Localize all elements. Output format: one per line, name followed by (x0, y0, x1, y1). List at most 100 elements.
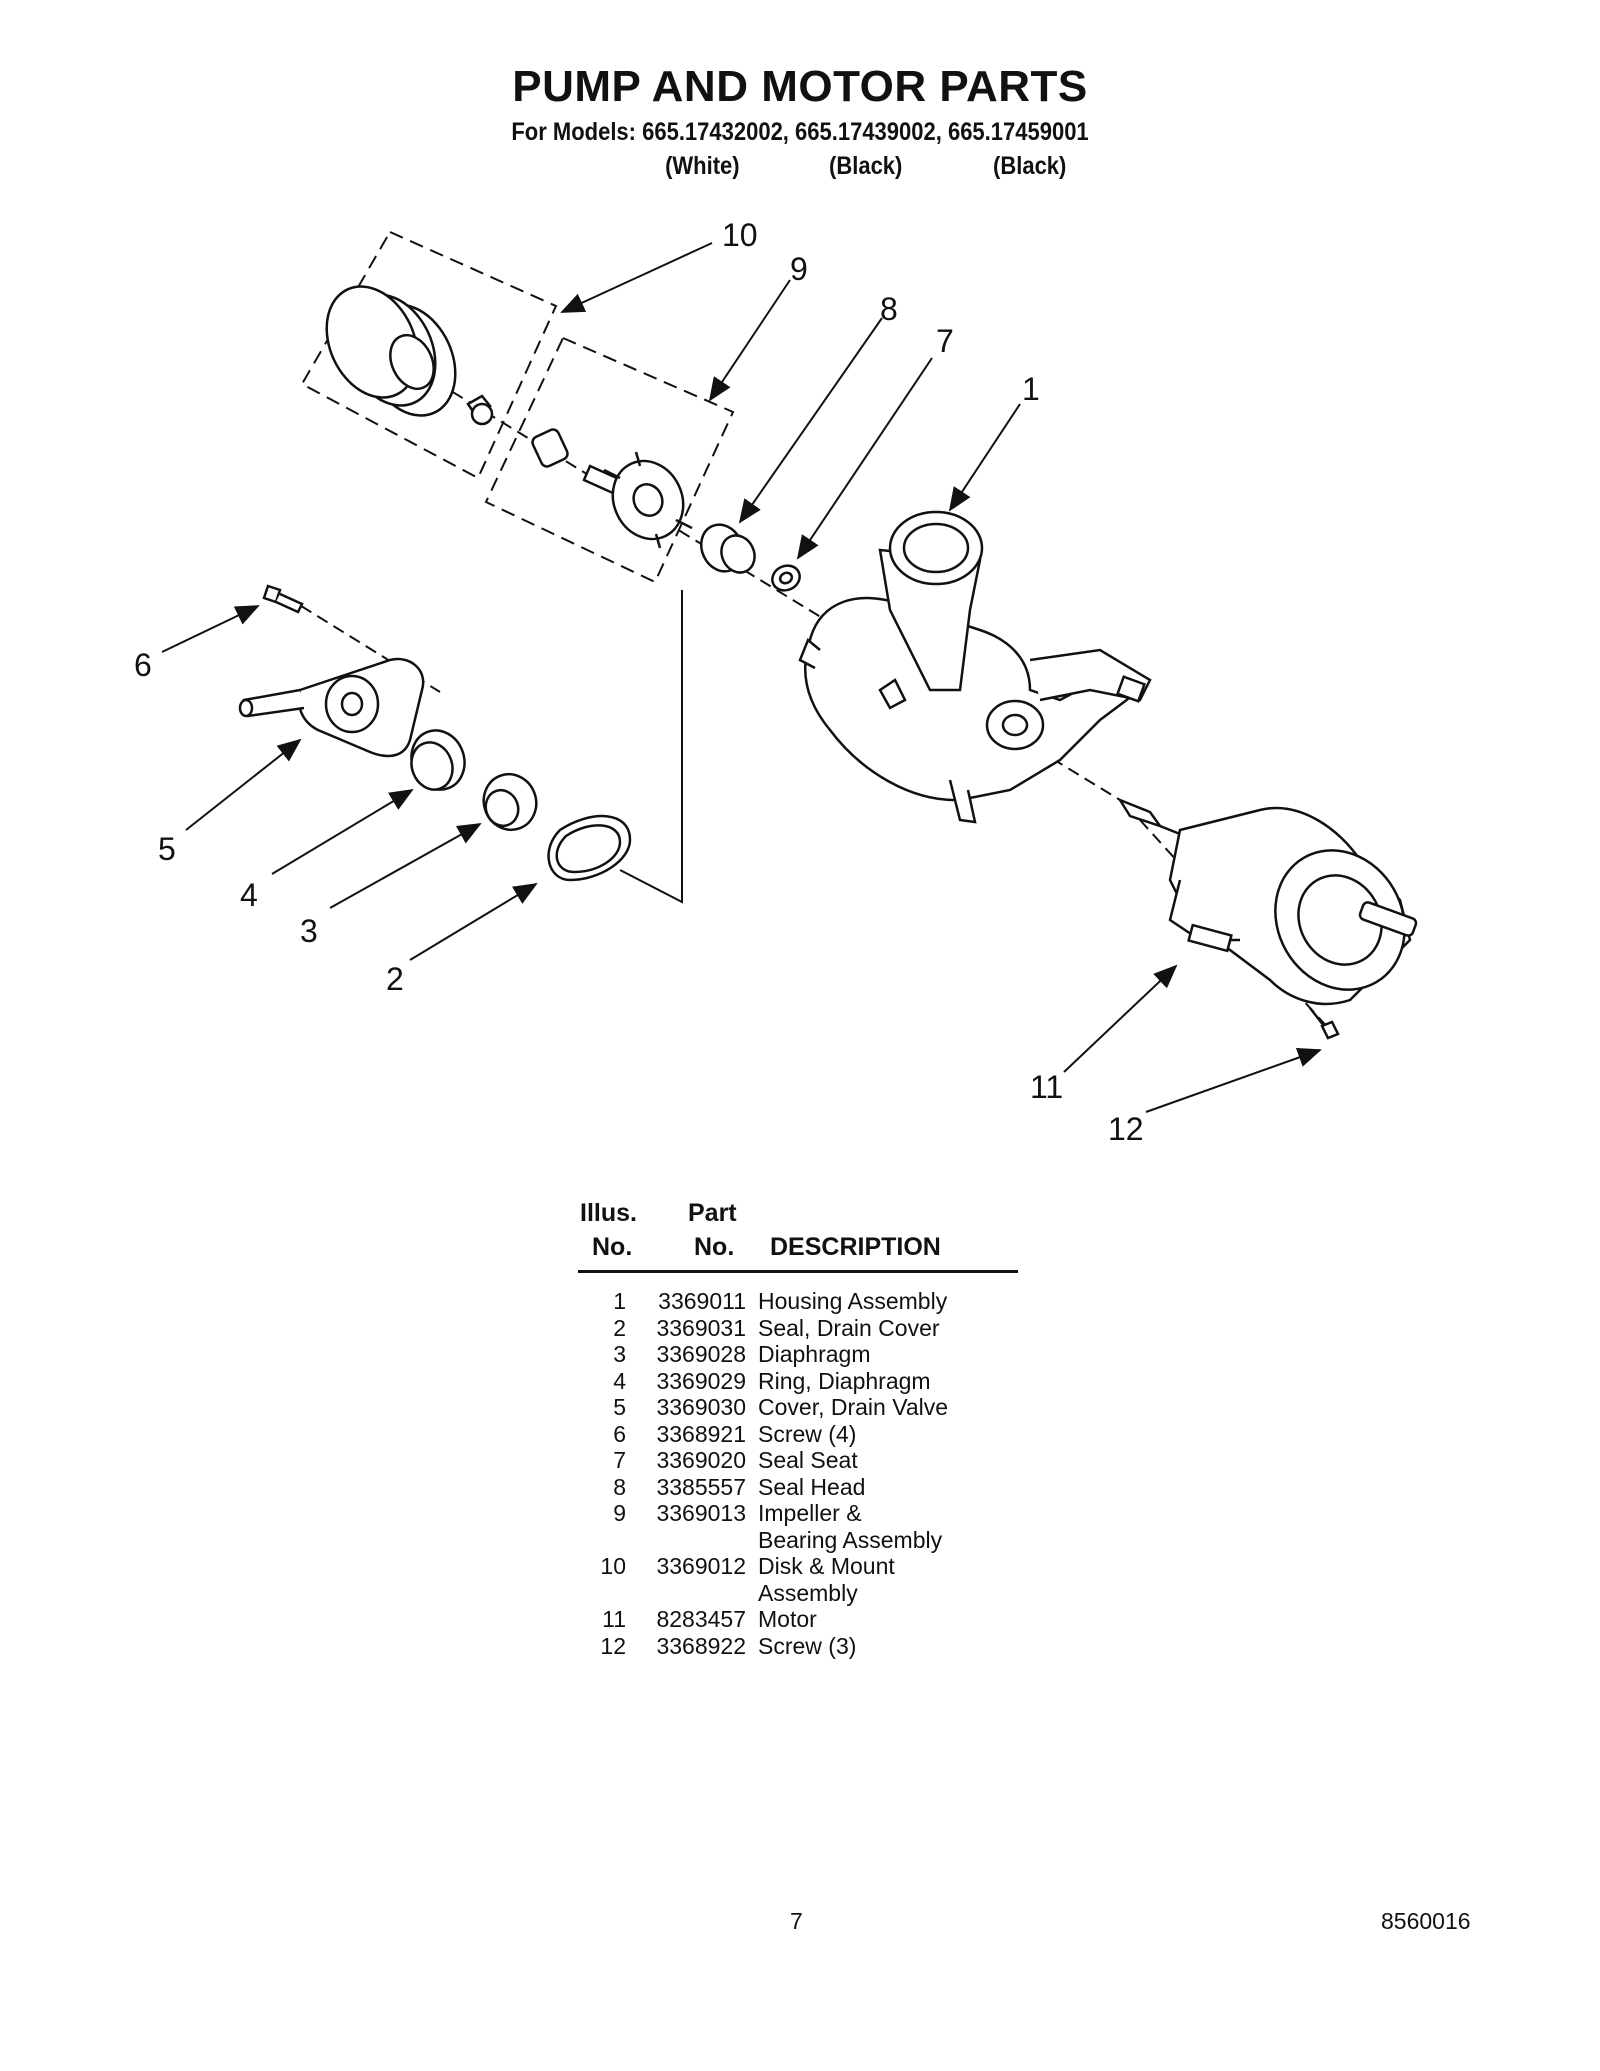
callout-3: 3 (300, 913, 318, 949)
seal-head-part (699, 523, 756, 574)
table-row: 2 3369031 Seal, Drain Cover (578, 1315, 1018, 1342)
page-number: 7 (790, 1908, 803, 1934)
drain-cover-part (238, 657, 425, 758)
table-row: 1 3369011 Housing Assembly (578, 1288, 1018, 1315)
drain-cover-seal-part (547, 814, 632, 882)
parts-rows: 1 3369011 Housing Assembly 2 3369031 Seal, Dr… (578, 1288, 1018, 1659)
description-cell: Housing Assembly (758, 1288, 948, 1314)
header-part-no: No. (694, 1233, 735, 1261)
illus-no-cell: 8 (613, 1473, 626, 1500)
description-cell: Screw (3) (758, 1632, 857, 1659)
variant-label: (Black) (829, 152, 903, 180)
table-row: 10 3369012 Disk & Mount (578, 1553, 1018, 1580)
assembly-box-impeller (484, 336, 735, 584)
part-no-cell: 3385557 (656, 1473, 746, 1500)
callout-10: 10 (722, 217, 758, 253)
description-cell: Seal, Drain Cover (758, 1314, 940, 1341)
part-no-cell: 3369028 (656, 1341, 746, 1367)
description-cell: Ring, Diaphragm (758, 1367, 931, 1394)
part-no-cell: 3369030 (656, 1394, 746, 1420)
callout-9: 9 (790, 251, 808, 287)
housing-assembly-part (798, 510, 1152, 824)
table-row: 5 3369030 Cover, Drain Valve (578, 1394, 1018, 1421)
table-row: 3 3369028 Diaphragm (578, 1341, 1018, 1368)
description-cell: Seal Seat (758, 1447, 858, 1473)
illus-no-cell: 6 (613, 1420, 626, 1447)
impeller-bearing-part (531, 428, 693, 549)
header-illus: Illus. (580, 1199, 637, 1227)
parts-table-header: Illus. No. Part No. DESCRIPTION (578, 1198, 1018, 1270)
part-no-cell: 3369020 (656, 1447, 746, 1473)
callout-11: 11 (1030, 1069, 1063, 1105)
diaphragm-part (482, 772, 538, 832)
variant-label: (Black) (993, 152, 1067, 180)
part-no-cell: 8283457 (656, 1606, 746, 1632)
illus-no-cell: 11 (602, 1606, 626, 1632)
illus-no-cell: 9 (613, 1500, 626, 1526)
illus-no-cell: 10 (600, 1553, 626, 1579)
description-cell: Assembly (758, 1579, 858, 1606)
seal-seat-part (771, 564, 801, 592)
table-row: 8 3385557 Seal Head (578, 1474, 1018, 1501)
illus-no-cell: 5 (613, 1394, 626, 1420)
table-row: Bearing Assembly (578, 1527, 1018, 1554)
screw-12-part (1309, 1007, 1340, 1040)
part-no-cell: 3369031 (656, 1314, 746, 1341)
parts-table: Illus. No. Part No. DESCRIPTION 1 3369011… (578, 1198, 1018, 1659)
part-no-cell: 3369011 (658, 1288, 746, 1314)
diaphragm-ring-part (410, 729, 466, 791)
description-cell: Cover, Drain Valve (758, 1394, 949, 1420)
table-row: 11 8283457 Motor (578, 1606, 1018, 1633)
description-cell: Motor (758, 1606, 817, 1632)
part-no-cell: 3369013 (656, 1500, 746, 1526)
table-row: 12 3368922 Screw (3) (578, 1633, 1018, 1660)
screw-6-part (262, 584, 304, 614)
part-no-cell: 3368922 (656, 1632, 746, 1659)
description-cell: Disk & Mount (758, 1553, 895, 1579)
table-row: 6 3368921 Screw (4) (578, 1421, 1018, 1448)
callout-7: 7 (936, 323, 954, 359)
illus-no-cell (578, 1580, 626, 1607)
illus-no-cell (578, 1527, 626, 1554)
illus-no-cell: 4 (613, 1367, 626, 1394)
motor-part (1116, 797, 1418, 1006)
illus-no-cell: 12 (600, 1632, 626, 1659)
table-row: 7 3369020 Seal Seat (578, 1447, 1018, 1474)
description-cell: Screw (4) (758, 1420, 857, 1447)
variant-label: (White) (665, 152, 740, 180)
part-no-cell (626, 1527, 746, 1554)
description-cell: Impeller & (758, 1500, 862, 1526)
models-line: For Models: 665.17432002, 665.17439002, … (511, 118, 1089, 146)
callout-1: 1 (1022, 371, 1040, 407)
callout-6: 6 (134, 647, 152, 683)
table-row: Assembly (578, 1580, 1018, 1607)
exploded-parts-diagram: 10 9 8 7 1 6 5 4 3 2 11 12 (134, 217, 1418, 1147)
part-no-cell (626, 1580, 746, 1607)
header-rule (578, 1270, 1018, 1273)
header-part: Part (688, 1199, 737, 1227)
part-no-cell: 3368921 (656, 1420, 746, 1447)
illus-no-cell: 2 (613, 1314, 626, 1341)
callout-4: 4 (240, 877, 258, 913)
callout-5: 5 (158, 831, 176, 867)
disk-mount-part (325, 285, 494, 426)
callout-8: 8 (880, 291, 898, 327)
header-illus-no: No. (592, 1233, 633, 1261)
page-title: PUMP AND MOTOR PARTS (512, 62, 1088, 111)
doc-number: 8560016 (1381, 1908, 1471, 1934)
description-cell: Seal Head (758, 1473, 866, 1500)
gasket-connector-line (619, 590, 683, 904)
illus-no-cell: 3 (613, 1341, 626, 1367)
description-cell: Bearing Assembly (758, 1526, 943, 1553)
description-cell: Diaphragm (758, 1341, 871, 1367)
callout-2: 2 (386, 961, 404, 997)
part-no-cell: 3369012 (656, 1553, 746, 1579)
leader-arrows (161, 242, 1322, 1113)
table-row: 9 3369013 Impeller & (578, 1500, 1018, 1527)
part-no-cell: 3369029 (656, 1367, 746, 1394)
header-description: DESCRIPTION (770, 1233, 941, 1261)
callout-12: 12 (1108, 1111, 1144, 1147)
illus-no-cell: 7 (613, 1447, 626, 1473)
illus-no-cell: 1 (613, 1288, 626, 1314)
table-row: 4 3369029 Ring, Diaphragm (578, 1368, 1018, 1395)
